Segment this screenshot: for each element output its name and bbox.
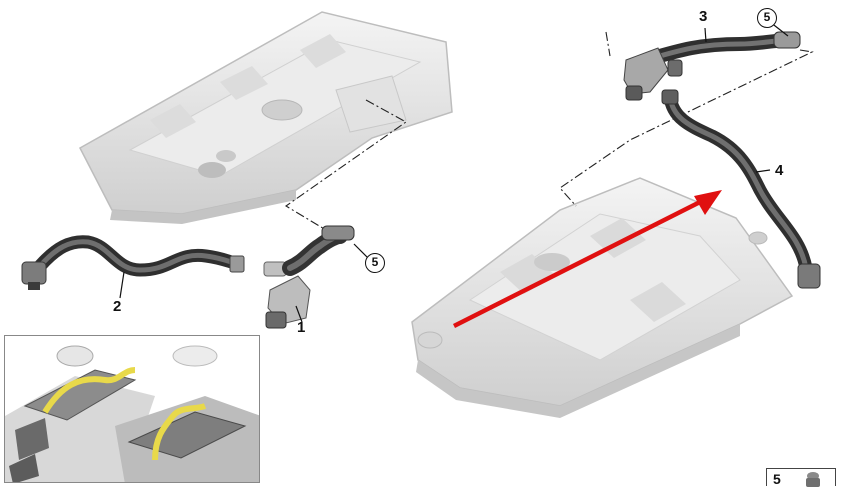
- callout-2: 2: [113, 298, 122, 315]
- part-4-hose: [661, 89, 821, 289]
- callout-5-right: 5: [757, 8, 777, 28]
- engine-inset-illustration: [4, 335, 260, 483]
- valve-cover-right: [411, 177, 794, 418]
- hose-2: [21, 235, 287, 290]
- red-arrow-icon: [452, 190, 722, 329]
- clip-part-icon: [806, 472, 820, 487]
- callout-3: 3: [699, 8, 708, 25]
- legend-part-number: 5: [773, 471, 781, 487]
- callout-4: 4: [775, 162, 784, 179]
- legend-part-5: 5: [766, 468, 836, 487]
- part-3-hose: [623, 31, 801, 101]
- leader-lines: [284, 31, 814, 231]
- callout-1: 1: [297, 319, 306, 336]
- callout-5-left: 5: [365, 253, 385, 273]
- valve-cover-left: [79, 11, 453, 224]
- part-1-valve: [265, 225, 355, 329]
